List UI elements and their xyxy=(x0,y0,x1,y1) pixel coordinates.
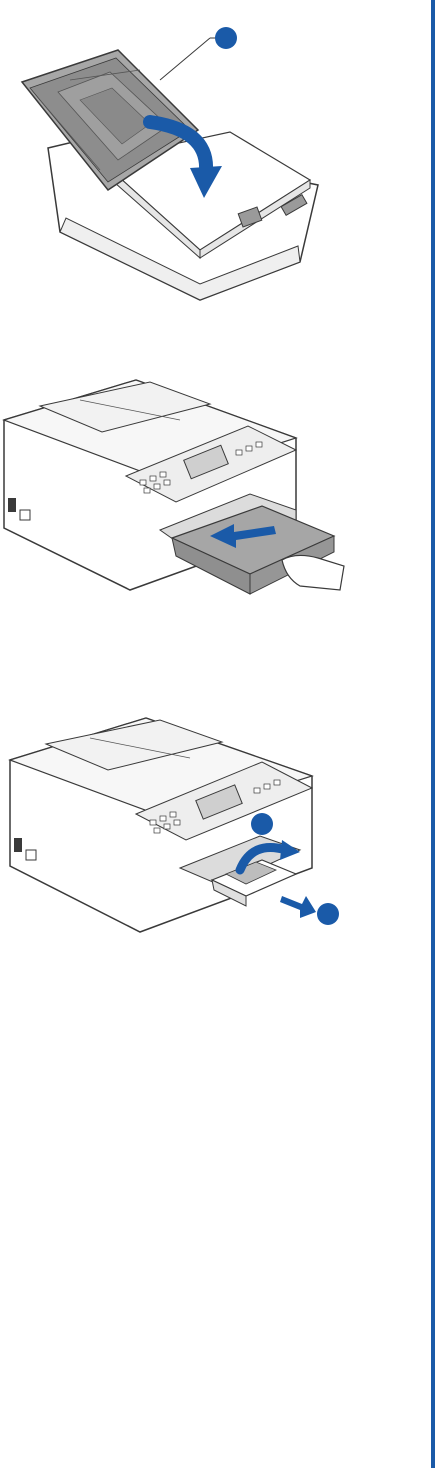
page-edge-rule xyxy=(431,0,435,1468)
printer-tray-insert-illustration xyxy=(0,360,431,610)
printer-support-flap-illustration xyxy=(0,700,431,940)
callout-circle-a xyxy=(215,27,237,49)
callout-circle-a xyxy=(251,813,273,835)
callout-circle-b xyxy=(317,903,339,925)
figure-paper-tray-cover xyxy=(0,0,431,310)
figure-insert-paper-tray xyxy=(0,360,431,610)
paper-tray-illustration xyxy=(0,0,431,310)
figure-pull-out-support-flap xyxy=(0,700,431,940)
